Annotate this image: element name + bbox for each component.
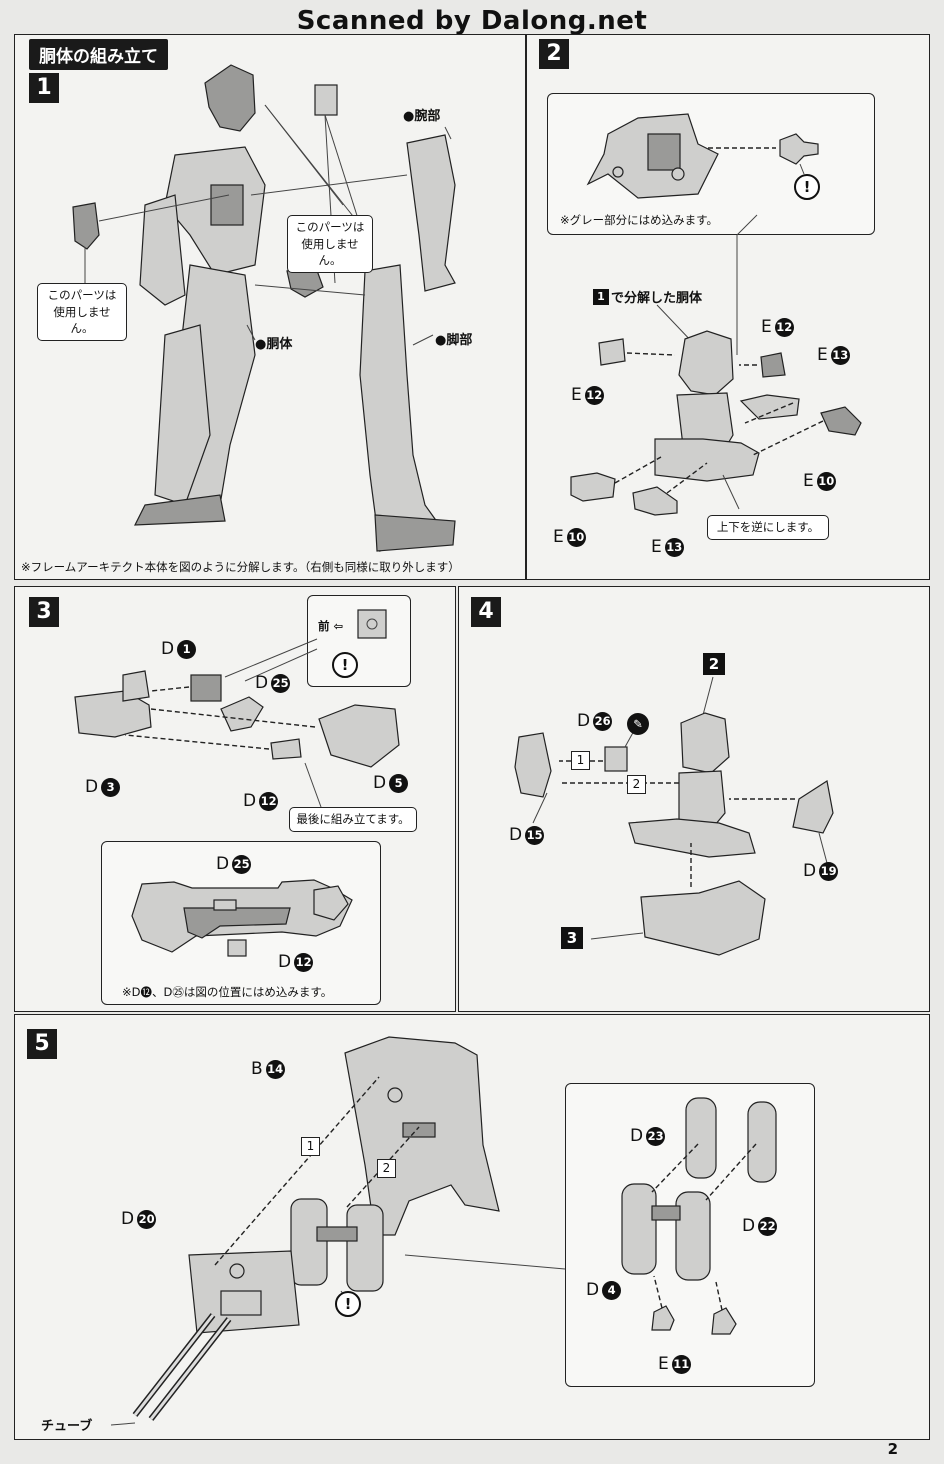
step-number: 2 [539, 39, 569, 69]
label-leg: ●脚部 [435, 333, 473, 348]
step-3-front-inset: 前 ⇦ ! [307, 595, 411, 687]
step-3-illustration [74, 638, 400, 808]
step-1-footnote: ※フレームアーキテクト本体を図のように分解します。（右側も同様に取り外します） [21, 560, 460, 574]
label-body-text: で分解した胴体 [611, 291, 703, 306]
caution-icon: ! [794, 174, 820, 200]
detail-illustration [621, 1097, 777, 1335]
callout-unused-left: このパーツは使用しません。 [37, 283, 127, 342]
front-label: 前 ⇦ [318, 619, 344, 633]
inset-illustration [586, 113, 819, 199]
step-number: 3 [29, 597, 59, 627]
note-gray: ※グレー部分にはめ込みます。 [560, 213, 718, 227]
step-number: 5 [27, 1029, 57, 1059]
step-number: 4 [471, 597, 501, 627]
label-body: 1 で分解した胴体 [593, 287, 702, 306]
ref-step-1-badge: 1 [593, 288, 609, 305]
callout-assemble-last: 最後に組み立てます。 [289, 807, 417, 832]
order-1: 1 [301, 1137, 320, 1156]
step-2-inset: ! ※グレー部分にはめ込みます。 [547, 93, 875, 235]
watermark: Scanned by Dalong.net [296, 6, 648, 36]
callout-flip: 上下を逆にします。 [707, 515, 829, 540]
label-arm: ●腕部 [403, 109, 441, 124]
front-part-illustration [357, 609, 387, 639]
detail-note: ※D⓬、D㉕は図の位置にはめ込みます。 [122, 985, 333, 999]
order-1: 1 [571, 751, 590, 770]
label-torso: ●胴体 [255, 337, 293, 352]
page-number: 2 [887, 1440, 898, 1458]
ref-step-3-badge: 3 [561, 927, 583, 949]
glue-icon: ✎ [627, 713, 649, 735]
step-1-panel: 胴体の組み立て 1 ●腕部 ●胴体 [14, 34, 526, 580]
step-number: 1 [29, 73, 59, 103]
detail-illustration [131, 879, 353, 957]
caution-icon: ! [335, 1291, 361, 1317]
callout-unused-right: このパーツは使用しません。 [287, 215, 373, 274]
frame-architect-illustration [72, 64, 456, 552]
tube-label: チューブ [41, 1419, 93, 1434]
step-4-illustration [514, 676, 834, 956]
step-2-illustration [570, 214, 862, 516]
ref-step-2-badge: 2 [703, 653, 725, 675]
section-title: 胴体の組み立て [29, 39, 168, 70]
order-2: 2 [377, 1159, 396, 1178]
order-2: 2 [627, 775, 646, 794]
step-5-illustration [110, 1036, 566, 1426]
step-2-panel: 2 ! ※グレー部分にはめ込みます。 1 で分解した胴体 [526, 34, 930, 580]
caution-icon: ! [332, 652, 358, 678]
